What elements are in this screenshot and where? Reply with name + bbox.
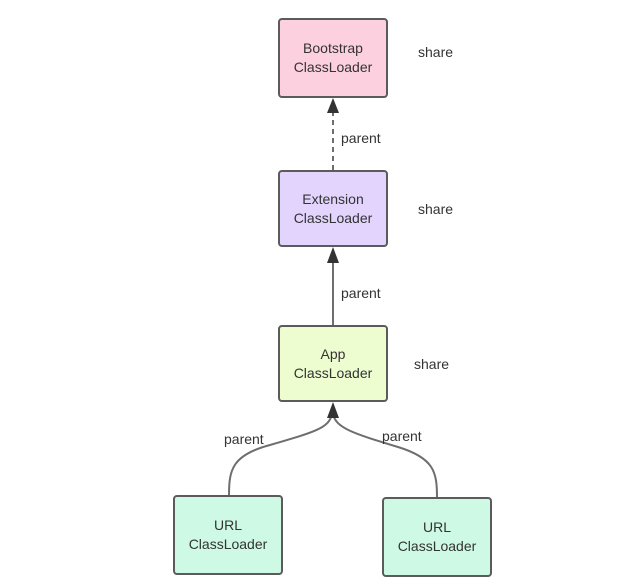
arrowhead-bootstrap	[327, 98, 339, 113]
url-left-node-line2: ClassLoader	[188, 536, 268, 552]
bootstrap-classloader-node[interactable]: Bootstrap ClassLoader	[278, 18, 388, 98]
arrowhead-app	[327, 402, 339, 418]
app-node-line1: App	[320, 345, 346, 362]
app-node-line2: ClassLoader	[293, 364, 373, 381]
edge-label-url-left-parent: parent	[224, 431, 264, 447]
url-left-node-line1: URL	[213, 517, 242, 533]
extension-node-line1: Extension	[302, 190, 364, 207]
url-classloader-node-right[interactable]: URL ClassLoader	[382, 497, 492, 577]
edge-label-url-right-parent: parent	[382, 428, 422, 444]
extension-classloader-node[interactable]: Extension ClassLoader	[278, 170, 388, 247]
edge-label-app-parent: parent	[341, 285, 381, 301]
bootstrap-share-label: share	[418, 44, 454, 60]
app-classloader-node[interactable]: App ClassLoader	[278, 325, 388, 402]
extension-share-label: share	[418, 201, 454, 217]
edge-url-right-to-app	[332, 413, 438, 498]
arrowhead-extension	[327, 247, 339, 263]
url-right-node-line2: ClassLoader	[397, 538, 477, 554]
url-right-node-line1: URL	[422, 519, 451, 535]
app-share-label: share	[414, 356, 450, 372]
bootstrap-node-line1: Bootstrap	[303, 40, 363, 56]
edge-label-extension-parent: parent	[341, 130, 381, 146]
bootstrap-node-line2: ClassLoader	[293, 59, 373, 75]
url-classloader-node-left[interactable]: URL ClassLoader	[173, 495, 283, 575]
edge-url-left-to-app	[228, 413, 333, 496]
extension-node-line2: ClassLoader	[293, 209, 373, 226]
